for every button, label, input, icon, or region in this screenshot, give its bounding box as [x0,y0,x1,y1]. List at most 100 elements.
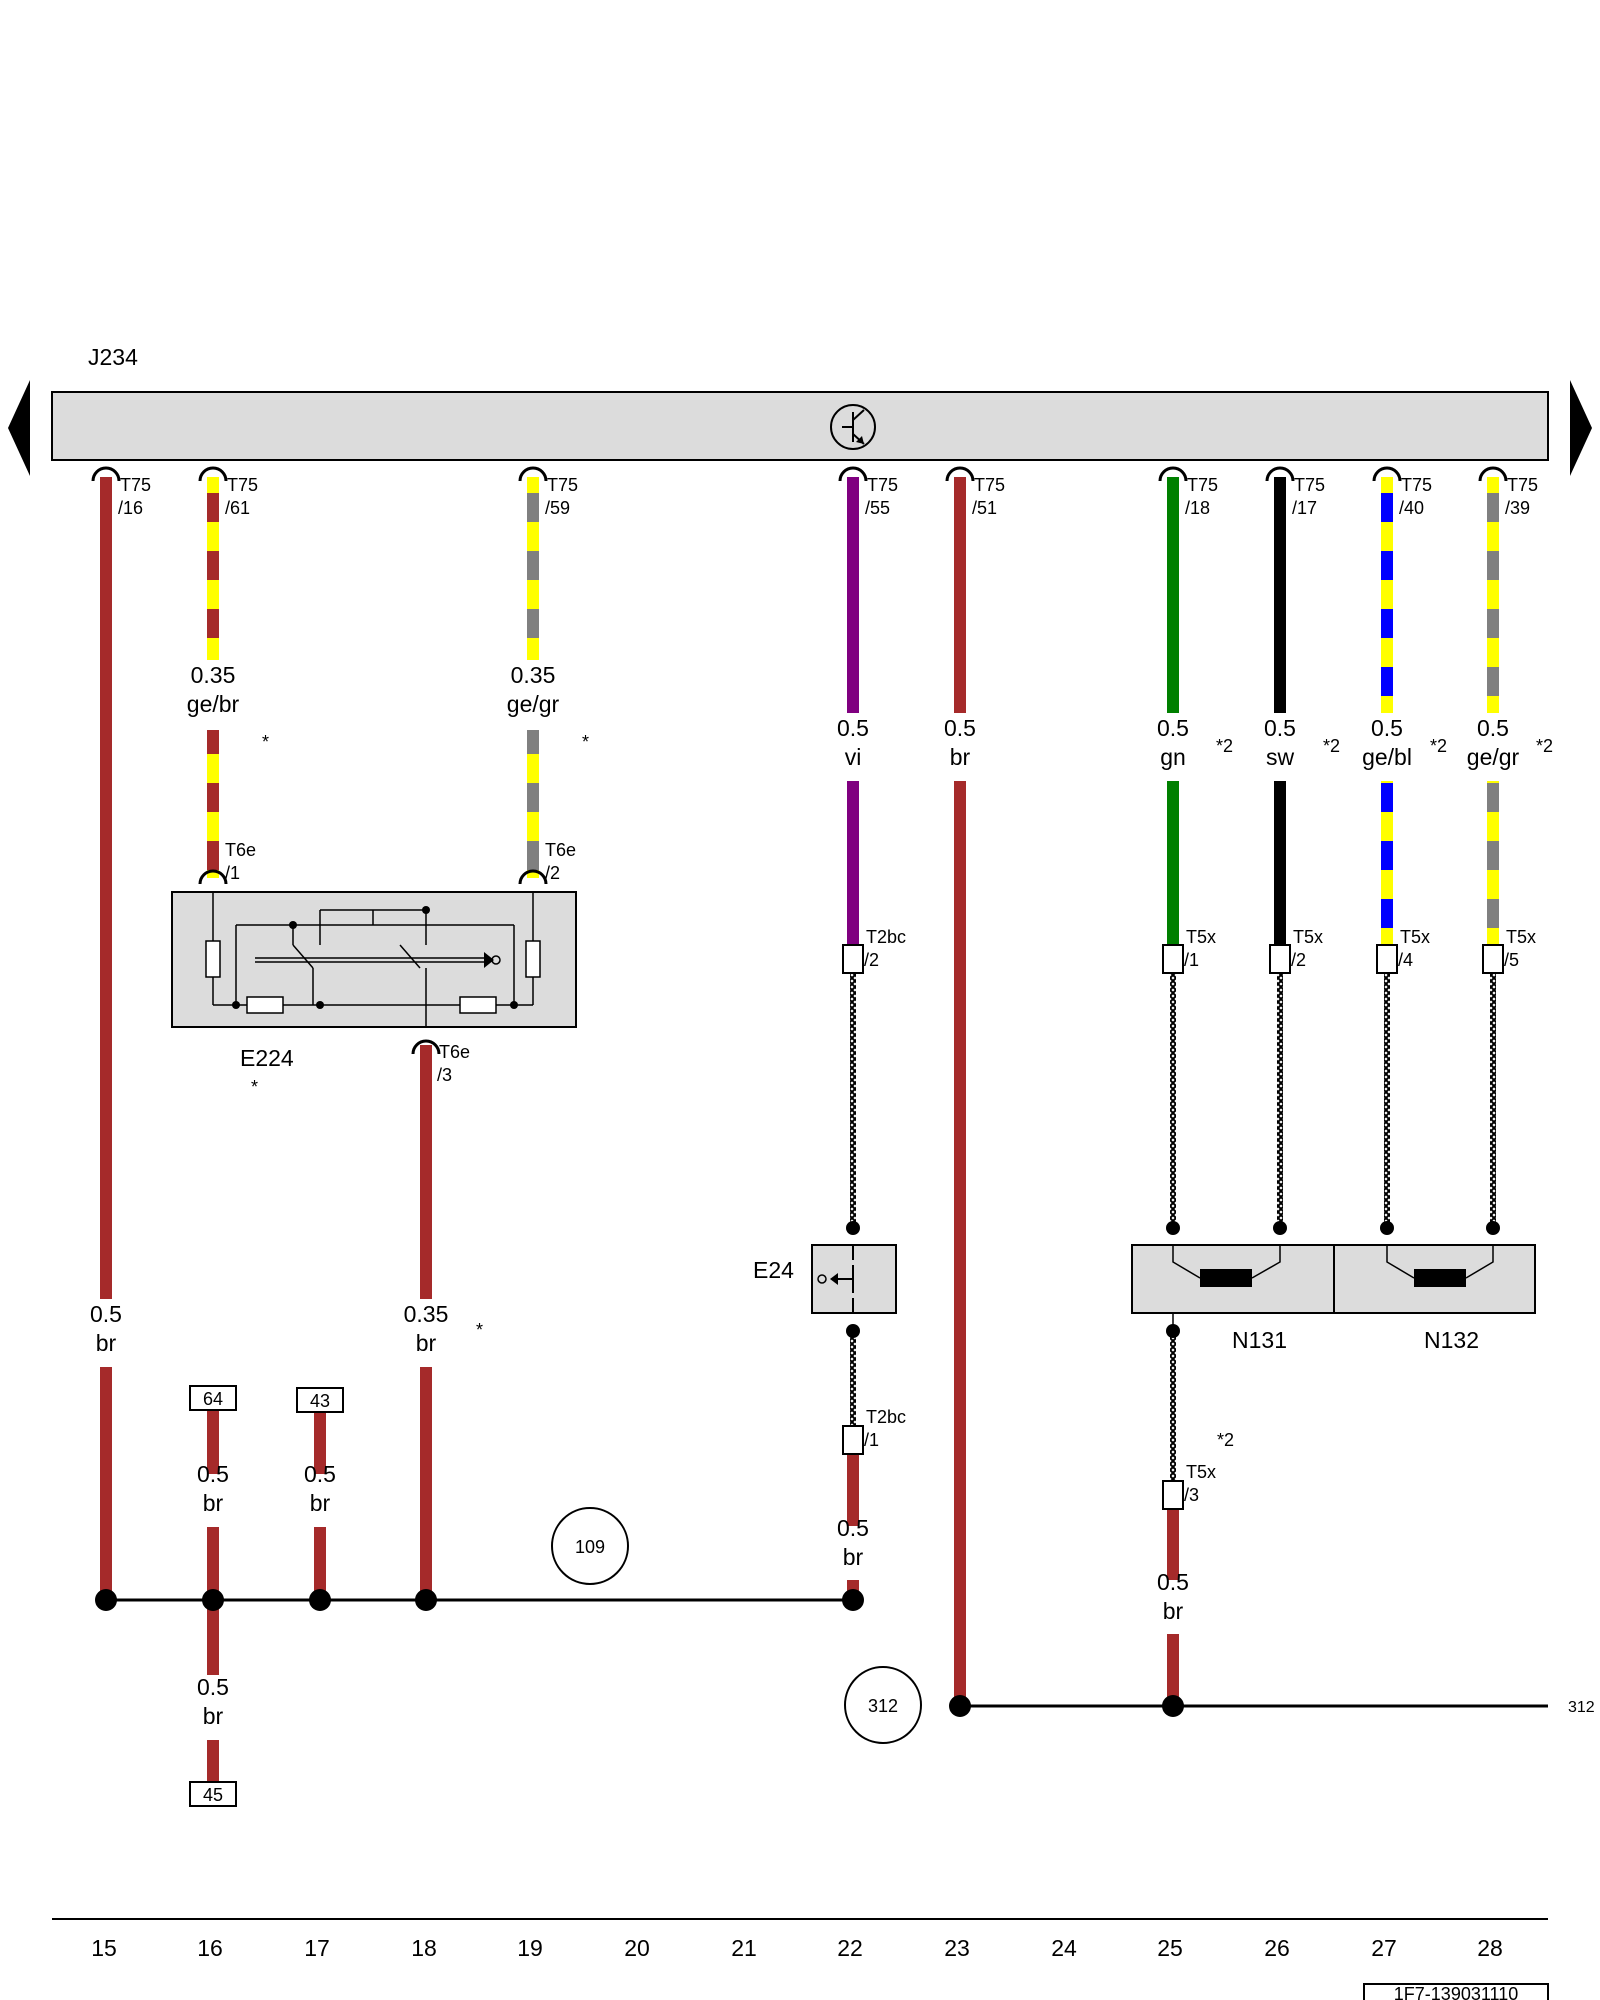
svg-text:*: * [251,1077,258,1097]
svg-text:21: 21 [731,1935,757,1961]
wire-labels: 0.5 br 0.35 ge/br 0.35 ge/gr 0.5 vi 0.5 … [90,662,1520,1729]
document-id: 1F7-139031110 [1363,1983,1549,2000]
svg-text:/1: /1 [1184,950,1199,970]
svg-text:0.5: 0.5 [1157,1569,1189,1595]
svg-text:T6e: T6e [439,1042,470,1062]
svg-text:T5x: T5x [1186,1462,1216,1482]
svg-text:/4: /4 [1398,950,1413,970]
svg-text:gn: gn [1160,744,1186,770]
svg-text:/40: /40 [1399,498,1424,518]
svg-text:*2: *2 [1216,736,1233,756]
connector-labels: T75 /16 T75 /61 T75 /59 T75 /55 T75 /51 … [118,475,1538,1505]
svg-text:0.5: 0.5 [197,1674,229,1700]
svg-text:*2: *2 [1323,736,1340,756]
svg-text:/1: /1 [225,863,240,883]
continues-to-312-label: 312 [1568,1699,1595,1716]
svg-text:/3: /3 [1184,1485,1199,1505]
svg-text:T75: T75 [1187,475,1218,495]
svg-text:T6e: T6e [545,840,576,860]
e224-component [171,891,577,1028]
svg-text:25: 25 [1157,1935,1183,1961]
svg-text:23: 23 [944,1935,970,1961]
svg-text:64: 64 [203,1389,223,1409]
svg-text:1F7-139031110: 1F7-139031110 [1394,1984,1518,2000]
svg-text:T2bc: T2bc [866,927,906,947]
svg-text:0.5: 0.5 [837,715,869,741]
n131-label: N131 [1232,1327,1287,1353]
svg-text:/2: /2 [864,950,879,970]
svg-text:0.5: 0.5 [197,1461,229,1487]
svg-text:T6e: T6e [225,840,256,860]
svg-text:15: 15 [91,1935,117,1961]
j234-unit [51,391,1549,461]
svg-text:26: 26 [1264,1935,1290,1961]
column-numbers: 15 16 17 18 19 20 21 22 23 24 25 26 27 2… [91,1935,1503,1961]
e24-label: E24 [753,1257,794,1283]
svg-text:T75: T75 [120,475,151,495]
svg-text:T75: T75 [974,475,1005,495]
e24-component [811,1244,897,1314]
j234-label: J234 [88,344,138,370]
svg-text:br: br [843,1544,864,1570]
svg-text:*2: *2 [1536,736,1553,756]
svg-text:/5: /5 [1504,950,1519,970]
svg-text:br: br [1163,1598,1184,1624]
svg-text:/55: /55 [865,498,890,518]
svg-text:br: br [203,1490,224,1516]
svg-text:0.5: 0.5 [304,1461,336,1487]
svg-text:0.5: 0.5 [837,1515,869,1541]
svg-text:16: 16 [197,1935,223,1961]
svg-text:0.5: 0.5 [1264,715,1296,741]
svg-text:0.5: 0.5 [90,1301,122,1327]
e224-label: E224 [240,1045,294,1071]
svg-text:T75: T75 [1401,475,1432,495]
svg-text:/59: /59 [545,498,570,518]
svg-text:br: br [203,1703,224,1729]
ground-connection-109: 109 [551,1507,629,1585]
svg-text:*: * [582,732,589,752]
svg-text:22: 22 [837,1935,863,1961]
svg-text:T5x: T5x [1293,927,1323,947]
svg-text:T75: T75 [1507,475,1538,495]
svg-text:0.35: 0.35 [191,662,236,688]
reference-64: 64 [189,1385,237,1411]
svg-text:/3: /3 [437,1065,452,1085]
n131-n132-component [1131,1244,1536,1331]
svg-text:T75: T75 [1294,475,1325,495]
n132-label: N132 [1424,1327,1479,1353]
svg-text:*2: *2 [1430,736,1447,756]
svg-text:17: 17 [304,1935,330,1961]
svg-text:*2: *2 [1217,1430,1234,1450]
svg-text:/2: /2 [1291,950,1306,970]
svg-text:T5x: T5x [1400,927,1430,947]
svg-text:45: 45 [203,1785,223,1805]
svg-text:43: 43 [310,1391,330,1411]
svg-text:/39: /39 [1505,498,1530,518]
svg-text:T75: T75 [867,475,898,495]
bar-continues-right-arrow [1570,380,1592,476]
footnote-markers: * * * * *2 *2 *2 *2 *2 [251,732,1553,1450]
svg-text:27: 27 [1371,1935,1397,1961]
svg-text:T75: T75 [547,475,578,495]
svg-text:0.5: 0.5 [944,715,976,741]
svg-text:br: br [416,1330,437,1356]
svg-text:0.5: 0.5 [1477,715,1509,741]
svg-text:/17: /17 [1292,498,1317,518]
svg-text:/1: /1 [864,1430,879,1450]
j234-terminal-symbols [91,466,1508,1055]
reference-45: 45 [189,1781,237,1807]
svg-text:0.35: 0.35 [404,1301,449,1327]
svg-text:109: 109 [575,1537,605,1557]
svg-text:/51: /51 [972,498,997,518]
svg-text:sw: sw [1266,744,1295,770]
svg-text:T5x: T5x [1186,927,1216,947]
svg-text:/2: /2 [545,863,560,883]
svg-text:20: 20 [624,1935,650,1961]
svg-text:br: br [310,1490,331,1516]
svg-text:24: 24 [1051,1935,1077,1961]
svg-text:312: 312 [868,1696,898,1716]
svg-text:vi: vi [845,744,862,770]
svg-text:28: 28 [1477,1935,1503,1961]
wire-segments [100,477,1499,1782]
